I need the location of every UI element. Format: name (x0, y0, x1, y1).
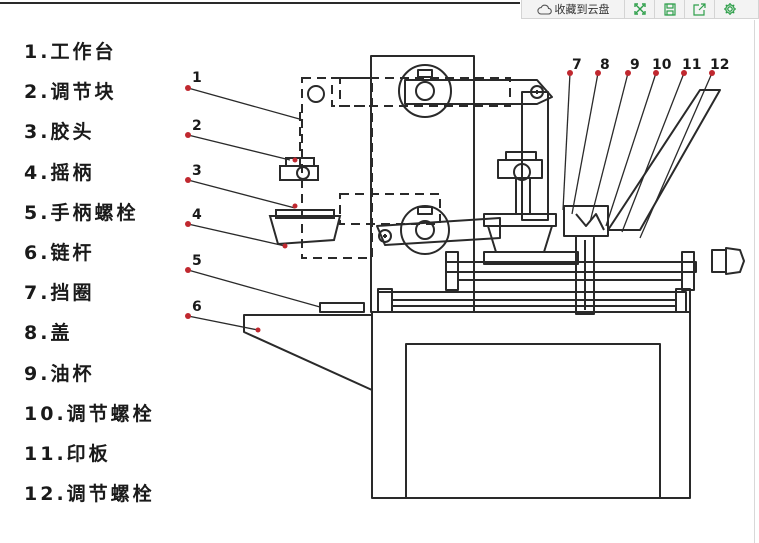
upper-arm (404, 79, 553, 105)
legend-item: 8.盖 (24, 322, 73, 345)
cloud-icon (536, 4, 552, 15)
page-edge-line (754, 20, 755, 543)
upper-cam (398, 64, 452, 118)
settings-icon (723, 3, 736, 15)
fullscreen-button[interactable] (624, 0, 654, 18)
save-button[interactable] (654, 0, 684, 18)
retaining-ring (563, 205, 609, 237)
callout-label: 5 (192, 253, 202, 269)
link-rod (243, 314, 373, 391)
image-toolbar: 收藏到云盘 (521, 0, 759, 19)
legend-item: 1.工作台 (24, 41, 117, 63)
table-opening (405, 343, 661, 499)
legend-item: 9.油杯 (24, 362, 95, 385)
legend-item: 3.胶头 (24, 121, 95, 144)
callout-label: 11 (682, 57, 701, 73)
callout-label: 3 (192, 163, 202, 179)
legend-item: 6.链杆 (24, 241, 95, 264)
legend-item: 12.调节螺栓 (24, 483, 155, 506)
callout-label: 1 (192, 70, 202, 86)
share-button[interactable] (684, 0, 714, 18)
callout-label: 10 (652, 57, 672, 73)
rubber-pad (268, 215, 342, 246)
save-to-cloud-button[interactable]: 收藏到云盘 (522, 0, 624, 18)
share-icon (693, 2, 706, 16)
callout-label: 2 (192, 118, 202, 134)
callout-label: 7 (572, 57, 582, 73)
legend-item: 11.印板 (24, 442, 111, 465)
legend-item: 5.手柄螺栓 (24, 201, 139, 224)
vertical-arm (521, 91, 549, 221)
legend-item: 10.调节螺栓 (24, 402, 155, 425)
slide-rail (377, 291, 687, 313)
callout-label: 9 (630, 57, 640, 73)
legend-item: 4.摇柄 (24, 161, 95, 184)
callout-label: 6 (192, 299, 202, 315)
callout-label: 4 (192, 207, 202, 223)
settings-button[interactable] (714, 0, 744, 18)
adjust-screw (711, 249, 727, 273)
parts-legend: 1.工作台 2.调节块 3.胶头 4.摇柄 5.手柄螺栓 6.链杆 7.挡圈 8… (24, 36, 155, 518)
legend-item: 2.调节块 (24, 81, 117, 104)
legend-item: 7.挡圈 (24, 282, 95, 305)
plate-frame (607, 89, 721, 231)
save-icon (663, 2, 676, 16)
lower-arm (376, 217, 501, 246)
top-divider-line (0, 2, 520, 4)
handle-bolt (319, 302, 365, 313)
fullscreen-icon (633, 3, 646, 15)
table-frame (371, 311, 691, 499)
callout-label: 8 (600, 57, 610, 73)
callout-label: 12 (710, 57, 729, 73)
save-to-cloud-label: 收藏到云盘 (554, 3, 610, 16)
